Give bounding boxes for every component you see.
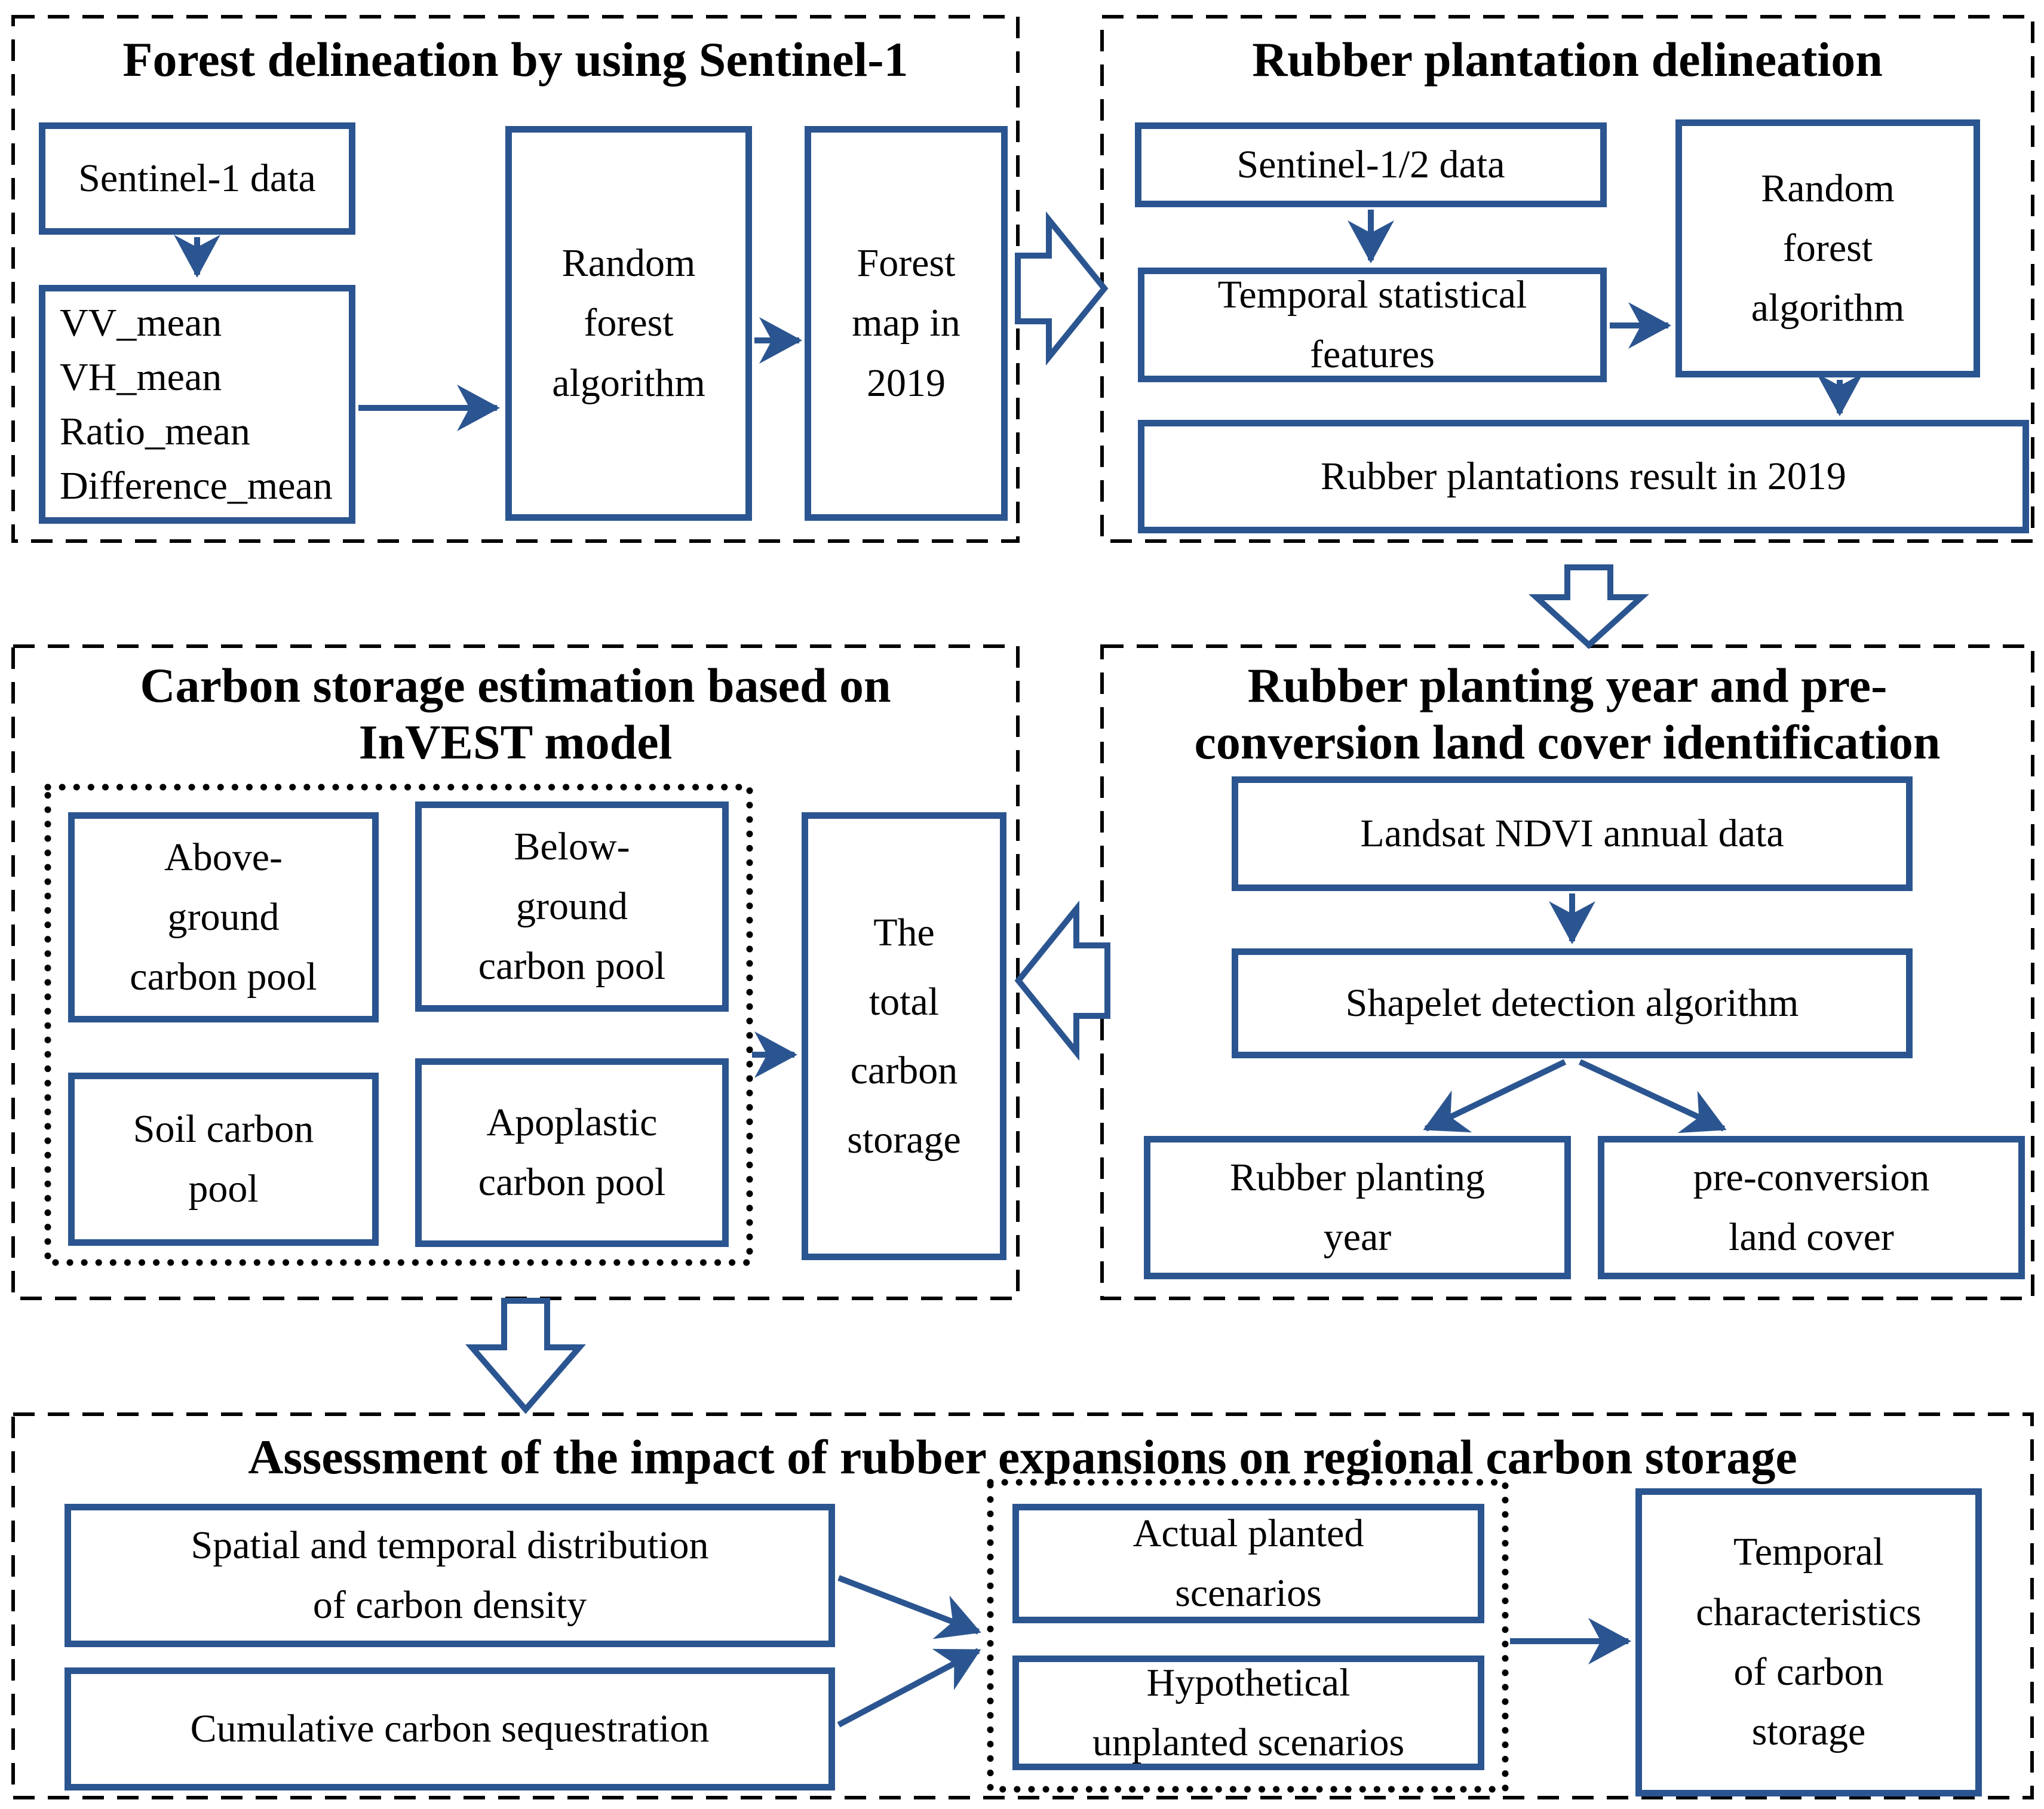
box-temporal-characteristics: Temporal characteristics of carbon stora… bbox=[1635, 1488, 1982, 1796]
box-below-ground-pool: Below- ground carbon pool bbox=[415, 801, 729, 1012]
box-sar-features: VV_mean VH_mean Ratio_mean Difference_me… bbox=[39, 285, 355, 524]
box-rubber-plantations-result: Rubber plantations result in 2019 bbox=[1138, 420, 2029, 533]
box-cumulative-sequestration: Cumulative carbon sequestration bbox=[65, 1667, 835, 1790]
box-random-forest-algorithm-1: Random forest algorithm bbox=[505, 126, 752, 521]
block-arrow-forest-to-rubber bbox=[1015, 211, 1109, 366]
box-forest-map-2019: Forest map in 2019 bbox=[805, 126, 1008, 521]
box-soil-pool: Soil carbon pool bbox=[68, 1073, 379, 1246]
block-arrow-rubber-to-planting bbox=[1529, 564, 1649, 649]
panel-border-assessment bbox=[11, 1412, 2034, 1799]
box-sentinel12-data: Sentinel-1/2 data bbox=[1135, 122, 1607, 207]
box-random-forest-algorithm-2: Random forest algorithm bbox=[1675, 119, 1980, 377]
panel-title-assessment: Assessment of the impact of rubber expan… bbox=[248, 1430, 1797, 1484]
block-arrow-planting-to-carbon bbox=[1014, 900, 1110, 1061]
arrow-shapelet-to-pre-conversion bbox=[1578, 1059, 1727, 1134]
box-above-ground-pool: Above- ground carbon pool bbox=[68, 812, 379, 1022]
panel-border-rubber bbox=[1100, 15, 2034, 543]
carbon-pools-group-border bbox=[44, 784, 753, 1266]
box-temporal-statistical-features: Temporal statistical features bbox=[1138, 268, 1607, 382]
arrow-cumulative-to-scenarios bbox=[837, 1648, 981, 1728]
box-rubber-planting-year: Rubber planting year bbox=[1144, 1136, 1571, 1279]
box-total-carbon-storage: The total carbon storage bbox=[802, 812, 1006, 1260]
panel-title-forest: Forest delineation by using Sentinel-1 bbox=[122, 32, 909, 87]
arrow-spatial-to-scenarios bbox=[837, 1575, 981, 1639]
scenarios-group-border bbox=[987, 1479, 1509, 1793]
box-apoplastic-pool: Apoplastic carbon pool bbox=[415, 1058, 729, 1247]
box-pre-conversion-land-cover: pre-conversion land cover bbox=[1598, 1136, 2025, 1279]
arrow-shapelet-to-planting-year bbox=[1423, 1059, 1567, 1133]
box-shapelet-detection: Shapelet detection algorithm bbox=[1232, 948, 1913, 1058]
panel-title-planting: Rubber planting year and pre- conversion… bbox=[1194, 658, 1941, 770]
panel-border-planting bbox=[1100, 644, 2034, 1300]
box-landsat-ndvi: Landsat NDVI annual data bbox=[1232, 776, 1913, 891]
box-spatial-temporal-distribution: Spatial and temporal distribution of car… bbox=[65, 1504, 835, 1647]
box-hypothetical-unplanted-scenarios: Hypothetical unplanted scenarios bbox=[1012, 1656, 1484, 1770]
panel-title-rubber: Rubber plantation delineation bbox=[1252, 32, 1883, 87]
block-arrow-carbon-to-assessment bbox=[465, 1298, 586, 1414]
box-sentinel1-data: Sentinel-1 data bbox=[39, 122, 355, 235]
box-actual-planted-scenarios: Actual planted scenarios bbox=[1012, 1504, 1484, 1623]
panel-title-carbon: Carbon storage estimation based on InVES… bbox=[140, 658, 891, 770]
